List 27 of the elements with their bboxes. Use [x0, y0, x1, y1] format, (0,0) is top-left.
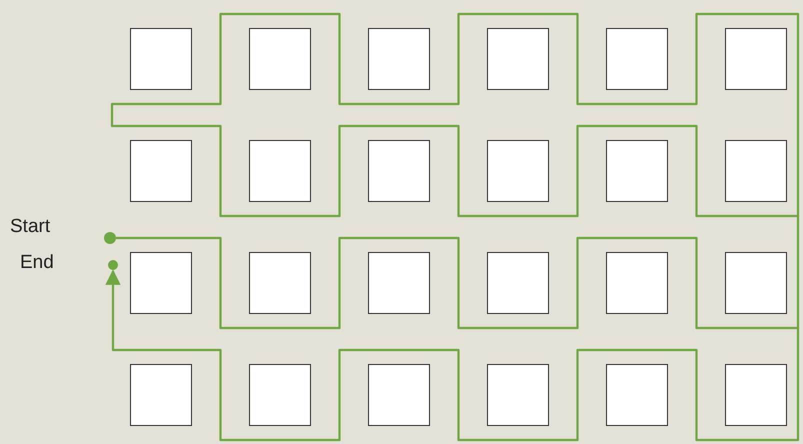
square-block — [368, 364, 430, 426]
square-block — [725, 140, 787, 202]
endpoint-label: End — [20, 252, 54, 274]
square-block — [368, 28, 430, 90]
square-block — [249, 28, 311, 90]
square-block — [606, 252, 668, 314]
square-block — [368, 252, 430, 314]
square-block — [487, 252, 549, 314]
square-block — [725, 364, 787, 426]
endpoint-label: Start — [10, 216, 50, 238]
square-block — [368, 140, 430, 202]
square-block — [606, 140, 668, 202]
square-block — [487, 140, 549, 202]
square-block — [249, 140, 311, 202]
square-block — [249, 252, 311, 314]
route-line — [105, 12, 800, 442]
square-block — [606, 364, 668, 426]
square-block — [487, 364, 549, 426]
square-block — [725, 252, 787, 314]
square-block — [606, 28, 668, 90]
square-block — [725, 28, 787, 90]
square-block — [487, 28, 549, 90]
square-block — [130, 364, 192, 426]
square-block — [130, 140, 192, 202]
square-block — [130, 252, 192, 314]
square-block — [249, 364, 311, 426]
square-block — [130, 28, 192, 90]
